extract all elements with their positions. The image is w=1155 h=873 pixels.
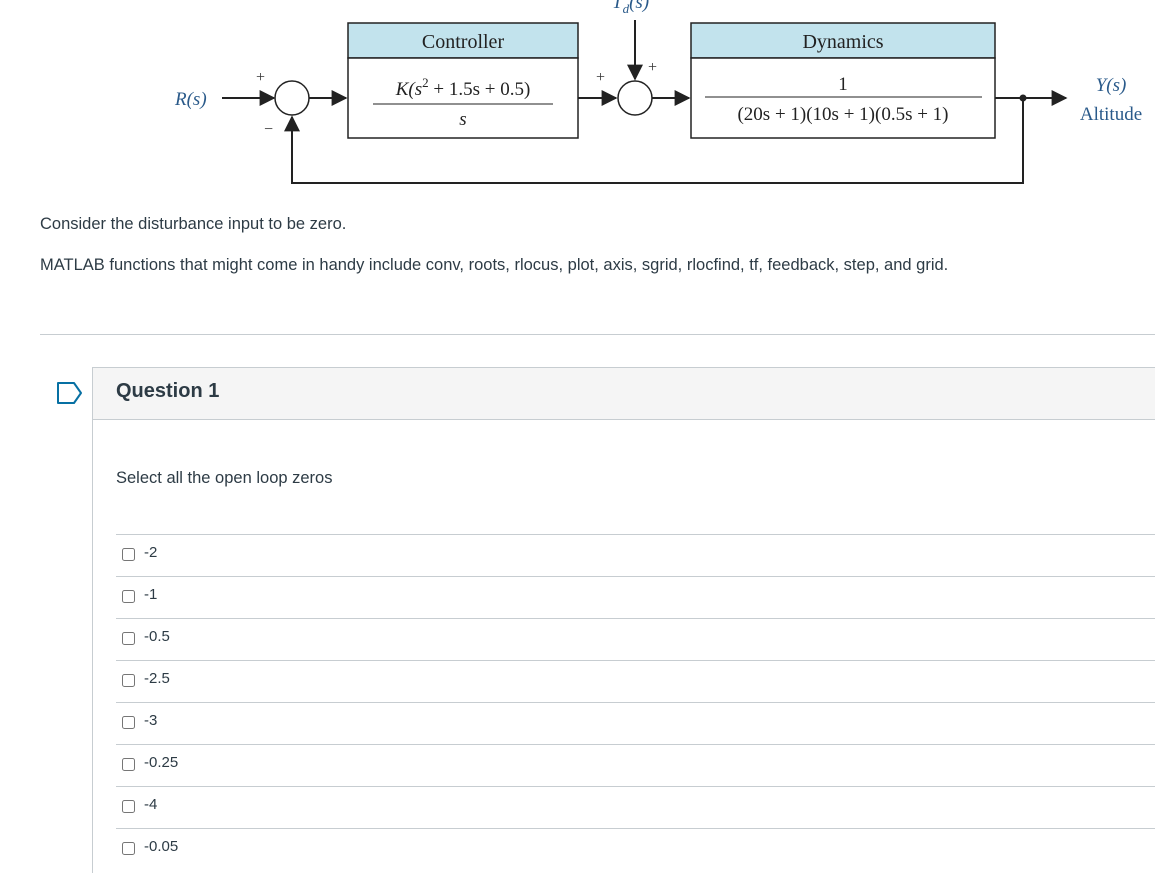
answer-checkbox[interactable] [122, 548, 135, 561]
answer-checkbox[interactable] [122, 716, 135, 729]
answer-option[interactable]: -2 [116, 534, 1155, 576]
controller-body [347, 57, 579, 139]
answer-list: -2 -1 -0.5 -2.5 -3 -0.25 -4 -0.05 [116, 534, 1155, 870]
section-divider [40, 334, 1155, 335]
answer-label: -2.5 [144, 670, 170, 687]
answer-option[interactable]: -0.25 [116, 744, 1155, 786]
instruction-disturbance-zero: Consider the disturbance input to be zer… [40, 215, 347, 233]
feedback-path [284, 98, 1024, 184]
controller-denominator: s [459, 109, 466, 130]
dynamics-header [690, 22, 996, 59]
output-label: Y(s) [1096, 75, 1127, 96]
answer-label: -3 [144, 712, 158, 729]
controller-header [347, 22, 579, 59]
question-prompt: Select all the open loop zeros [116, 469, 333, 487]
answer-label: -0.5 [144, 628, 170, 645]
answer-checkbox[interactable] [122, 800, 135, 813]
sum2-plus-top: + [648, 59, 657, 76]
answer-label: -0.25 [144, 754, 179, 771]
answer-label: -0.05 [144, 838, 179, 855]
dynamics-title: Dynamics [802, 31, 883, 53]
answer-checkbox[interactable] [122, 590, 135, 603]
question-panel: Question 1 Select all the open loop zero… [92, 367, 1155, 873]
block-diagram: Td(s) R(s) + − Controller K(s2 + 1.5s + … [174, 0, 1142, 184]
sum1-minus-sign: − [264, 121, 273, 138]
summing-junction-2 [617, 80, 653, 116]
answer-checkbox[interactable] [122, 842, 135, 855]
instruction-matlab-functions: MATLAB functions that might come in hand… [40, 256, 949, 274]
bookmark-flag-icon[interactable] [56, 380, 84, 406]
answer-checkbox[interactable] [122, 632, 135, 645]
dynamics-numerator: 1 [838, 74, 848, 95]
answer-option[interactable]: -0.5 [116, 618, 1155, 660]
sum1-plus-sign: + [256, 69, 265, 86]
answer-checkbox[interactable] [122, 674, 135, 687]
answer-option[interactable]: -1 [116, 576, 1155, 618]
answer-label: -2 [144, 544, 158, 561]
summing-junction-1 [274, 80, 310, 116]
input-label: R(s) [174, 89, 207, 110]
question-title: Question 1 [116, 380, 220, 402]
dynamics-body [690, 57, 996, 139]
answer-label: -1 [144, 586, 158, 603]
answer-option[interactable]: -2.5 [116, 660, 1155, 702]
answer-option[interactable]: -0.05 [116, 828, 1155, 870]
question-header: Question 1 [93, 368, 1155, 420]
output-caption: Altitude [1080, 104, 1142, 125]
disturbance-label: Td(s) [612, 0, 649, 16]
answer-option[interactable]: -4 [116, 786, 1155, 828]
controller-numerator: K(s2 + 1.5s + 0.5) [395, 75, 531, 100]
dynamics-denominator: (20s + 1)(10s + 1)(0.5s + 1) [737, 104, 948, 125]
answer-label: -4 [144, 796, 158, 813]
sum2-plus-left: + [596, 69, 605, 86]
answer-option[interactable]: -3 [116, 702, 1155, 744]
answer-checkbox[interactable] [122, 758, 135, 771]
controller-title: Controller [422, 31, 505, 53]
